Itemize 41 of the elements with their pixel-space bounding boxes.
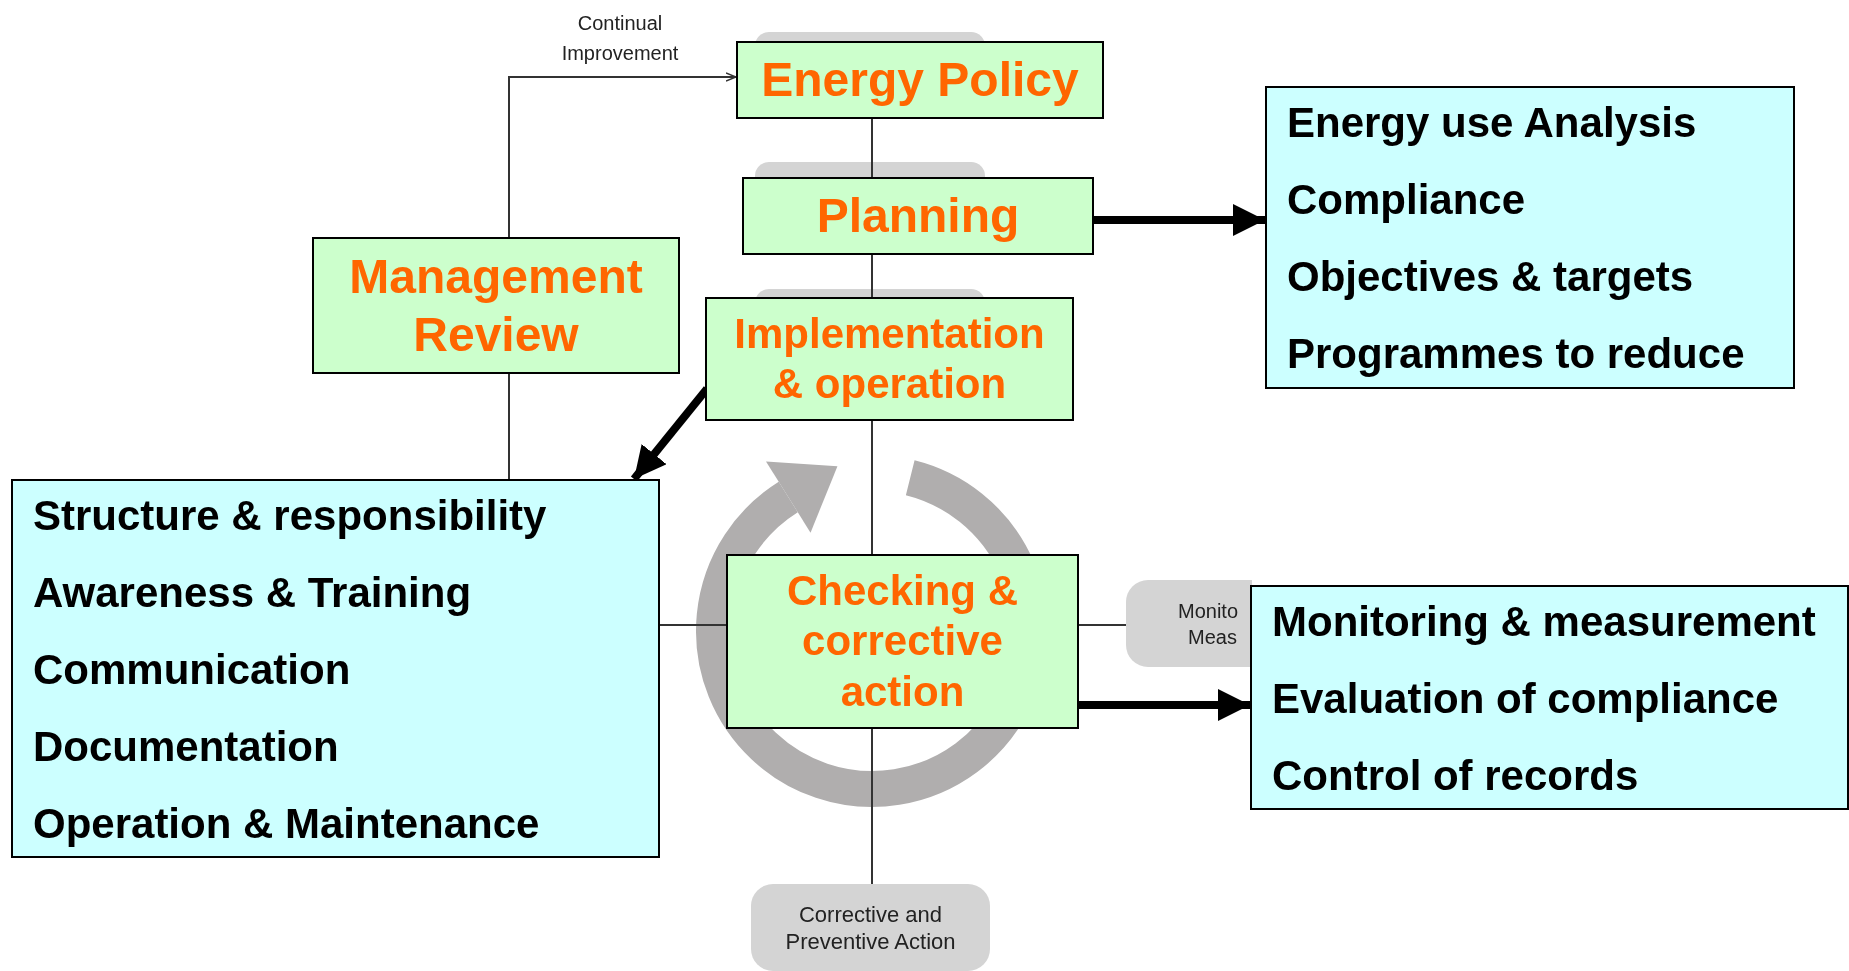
connector-line [871,118,873,178]
step-box [1126,580,1252,667]
step-label: Meas [1187,624,1237,650]
box-label: Management Review [348,248,644,363]
process-box [726,554,1079,729]
connector-line [659,624,727,626]
list-item: Operation & Maintenance [33,803,540,845]
step-label: Corrective and Preventive Action [784,900,957,955]
box-label: Checking & corrective action [785,565,1019,717]
process-box [736,41,1104,119]
step-box [751,884,990,971]
connector-line [1078,624,1127,626]
list-panel [1250,585,1849,810]
list-item: Documentation [33,726,339,768]
connector-line [871,728,873,885]
list-panel [1265,86,1795,389]
list-item: Awareness & Training [33,572,472,614]
list-item: Compliance [1287,179,1526,221]
arrow [1094,204,1265,236]
process-box [705,297,1074,421]
edge-label: Continual Improvement [560,11,680,66]
box-label: Implementation & operation [733,308,1046,409]
list-panel [11,479,660,858]
list-item: Objectives & targets [1287,256,1694,298]
list-item: Control of records [1272,755,1639,797]
box-label: Planning [816,188,1020,245]
process-box [312,237,680,374]
arrow [1079,689,1250,721]
arrow [508,72,737,238]
list-item: Communication [33,649,351,691]
step-label: Monito [1178,598,1239,624]
list-item: Programmes to reduce [1287,333,1745,375]
connector-line [871,420,873,555]
process-box [742,177,1094,255]
list-item: Monitoring & measurement [1272,601,1816,643]
connector-line [508,373,510,480]
connector-line [871,254,873,298]
list-item: Energy use Analysis [1287,102,1697,144]
box-label: Energy Policy [761,52,1079,109]
list-item: Structure & responsibility [33,495,547,537]
list-item: Evaluation of compliance [1272,678,1779,720]
